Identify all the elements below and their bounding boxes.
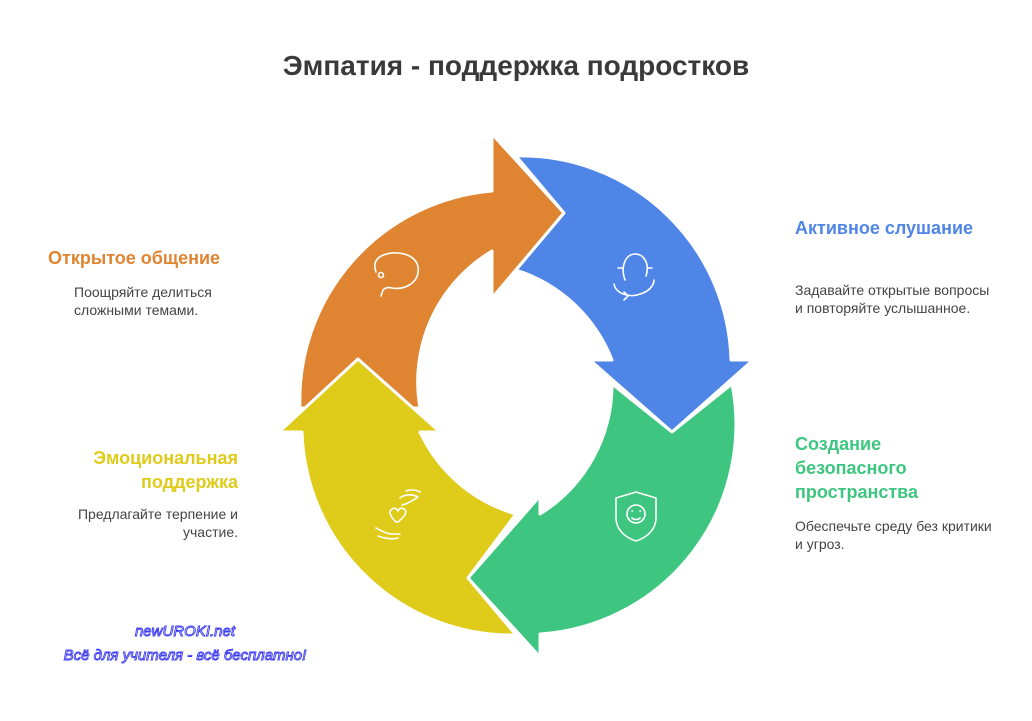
watermark-slogan: Всё для учителя - всё бесплатно! (63, 647, 307, 665)
speech-bubble-icon (374, 252, 420, 297)
step-open-communication-desc: Поощряйте делиться сложными темами. (74, 284, 212, 318)
step-open-communication-title: Открытое общение (48, 248, 221, 268)
step-emotional-support-desc: Предлагайте терпение и участие. (77, 506, 238, 540)
step-safe-space-desc: Обеспечьте среду без критики и угроз. (795, 518, 992, 552)
listening-head-icon (613, 253, 655, 301)
shield-face-icon (615, 491, 657, 542)
arrow-emotional-support (277, 357, 518, 637)
watermark-site: newUROKI.net (134, 623, 236, 641)
step-active-listening-desc: Задавайте открытые вопросы и повторяйте … (795, 282, 990, 316)
arrow-active-listening (514, 154, 755, 434)
step-active-listening-title: Активное слушание (795, 218, 974, 238)
step-emotional-support-title: Эмоциональная поддержка (93, 448, 238, 492)
arrow-safe-space (466, 382, 738, 659)
step-safe-space-title: Создание безопасного пространства (795, 434, 918, 502)
diagram-title: Эмпатия - поддержка подростков (282, 50, 750, 81)
arrow-open-communication (298, 132, 566, 410)
hands-heart-icon (375, 489, 421, 540)
